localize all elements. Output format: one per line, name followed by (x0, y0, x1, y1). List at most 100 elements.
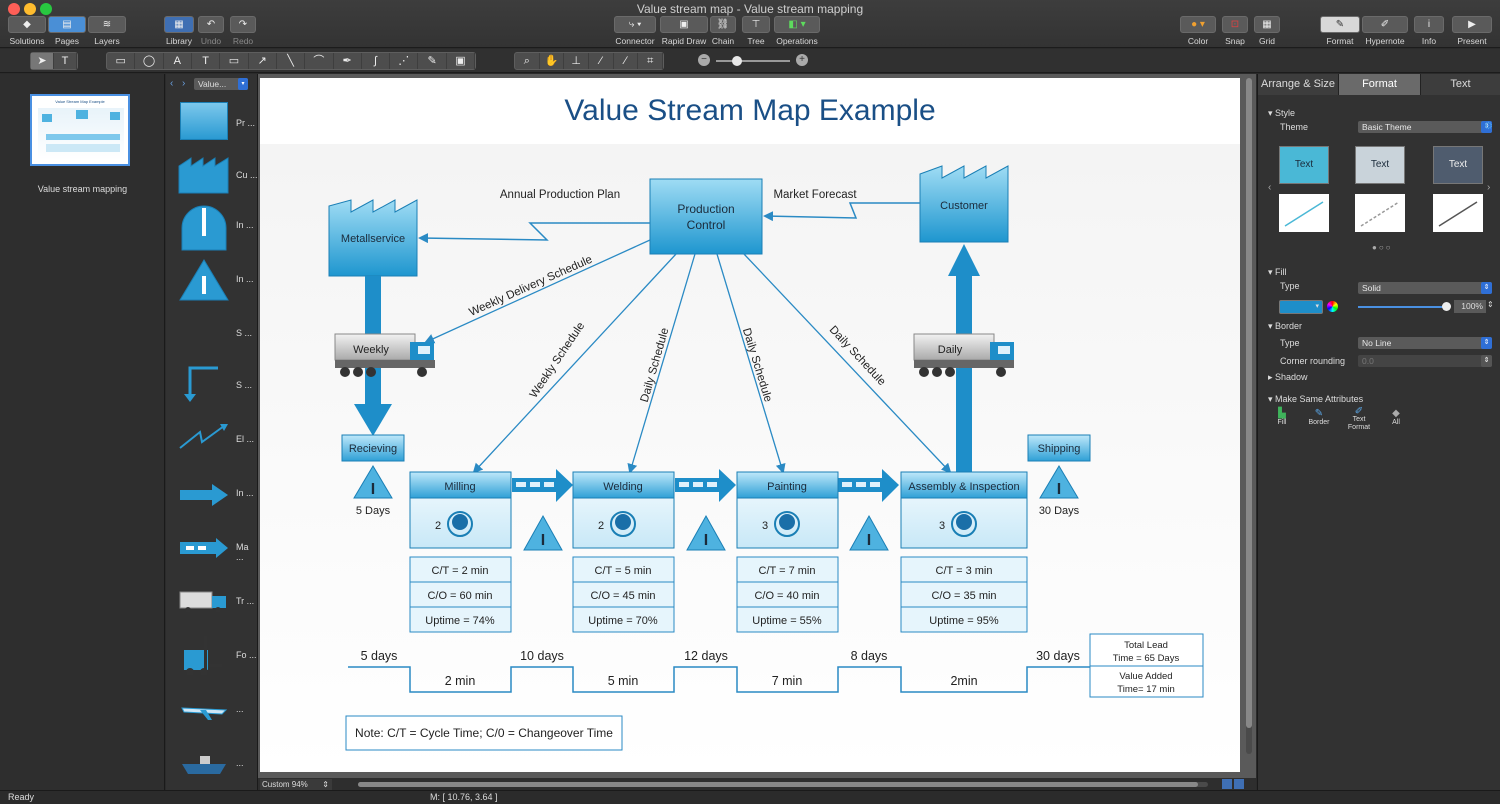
zoom-slider-knob[interactable] (732, 56, 742, 66)
library-item-process[interactable]: Pr ... (178, 102, 258, 152)
rectangle-icon[interactable]: ▭ (107, 53, 136, 69)
page-label[interactable]: Value stream mapping (37, 184, 128, 194)
theme-select[interactable]: Basic Theme⇕ (1358, 121, 1492, 133)
eyedropper-icon[interactable]: ⁄ (589, 53, 614, 69)
zoom-search-icon[interactable]: ⌕ (515, 53, 540, 69)
process-welding[interactable]: Welding 2 (572, 471, 675, 549)
library-item-truck[interactable]: Tr ... (178, 580, 258, 630)
theme-gear-icon[interactable]: ⚙ (1484, 121, 1493, 132)
fill-section-header[interactable]: ▾ Fill (1268, 267, 1287, 277)
style-section-header[interactable]: ▾ Style (1268, 108, 1296, 118)
push-arrow-1[interactable] (512, 469, 573, 502)
brush-icon[interactable]: ∕ (614, 53, 639, 69)
inventory-between-1[interactable]: I (523, 514, 563, 551)
inventory-shipping[interactable]: I 30 Days (1039, 465, 1080, 517)
format-button[interactable]: ✎Format (1320, 16, 1360, 46)
zoom-out-icon[interactable]: − (698, 54, 710, 66)
library-back-icon[interactable]: ‹ (170, 78, 174, 89)
diagram-title[interactable]: Value Stream Map Example (564, 94, 936, 127)
border-type-select[interactable]: No Line⇕ (1358, 337, 1492, 349)
present-button[interactable]: ▶Present (1452, 16, 1492, 46)
library-item-material-push[interactable]: Ma ... (178, 526, 258, 576)
hand-pan-icon[interactable]: ✋ (540, 53, 565, 69)
data-box-painting[interactable]: C/T = 7 min C/O = 40 min Uptime = 55% (736, 556, 839, 633)
line-style-3[interactable] (1433, 194, 1483, 232)
zoom-window-button[interactable] (40, 3, 52, 15)
library-item-inventory-arrow[interactable]: In ... (178, 472, 258, 522)
horizontal-scrollbar[interactable] (358, 782, 1208, 787)
callout-icon[interactable]: ▭ (220, 53, 249, 69)
outbound-shipment-arrow[interactable] (948, 244, 980, 474)
corner-rounding-field[interactable]: 0.0⇕ (1358, 355, 1492, 367)
weekly-schedule-arrow[interactable] (472, 253, 677, 474)
zoom-select[interactable]: Custom 94%⇕ (260, 779, 332, 790)
zoom-slider[interactable] (716, 56, 790, 66)
fill-color-well[interactable]: ▾ (1279, 300, 1323, 314)
border-section-header[interactable]: ▾ Border (1268, 321, 1303, 331)
tab-format[interactable]: Format (1339, 74, 1421, 95)
rapid-draw-button[interactable]: ▣Rapid Draw (660, 16, 708, 46)
make-same-section-header[interactable]: ▾ Make Same Attributes (1268, 394, 1364, 404)
line-style-1[interactable] (1279, 194, 1329, 232)
crop-icon[interactable]: ⌗ (638, 53, 664, 69)
library-item-ship[interactable]: ... (178, 742, 258, 792)
redo-button[interactable]: ↷Redo (230, 16, 256, 46)
make-same-all[interactable]: ◆All (1386, 408, 1406, 426)
customer-factory[interactable]: Customer (919, 165, 1009, 243)
make-same-text-format[interactable]: ✐Text Format (1344, 407, 1374, 432)
library-item-s1[interactable]: S ... (236, 328, 253, 338)
style-prev-icon[interactable]: ‹ (1268, 182, 1272, 193)
library-item-forklift[interactable]: Fo ... (178, 634, 258, 684)
tab-arrange-size[interactable]: Arrange & Size (1258, 74, 1339, 95)
polyline-icon[interactable]: ⋰ (390, 53, 419, 69)
hypernote-button[interactable]: ✐Hypernote (1362, 16, 1408, 46)
lead-time-box[interactable]: Total Lead Time = 65 Days Value Added Ti… (1089, 633, 1204, 698)
shipping-box[interactable]: Shipping (1027, 434, 1091, 462)
inventory-between-3[interactable]: I (849, 514, 889, 551)
style-swatch-2[interactable]: Text (1355, 146, 1405, 184)
process-milling[interactable]: Milling 2 (409, 471, 512, 549)
daily-schedule-arrow-painting[interactable] (716, 253, 786, 474)
pages-button[interactable]: ▤Pages (48, 16, 86, 46)
stamp-icon[interactable]: ⊥ (564, 53, 590, 69)
pen-icon[interactable]: ✒ (334, 53, 362, 69)
library-item-electronic[interactable]: El ... (178, 418, 258, 468)
close-window-button[interactable] (8, 3, 20, 15)
snap-button[interactable]: ⊡Snap (1222, 16, 1248, 46)
data-box-welding[interactable]: C/T = 5 min C/O = 45 min Uptime = 70% (572, 556, 675, 633)
undo-button[interactable]: ↶Undo (198, 16, 224, 46)
tab-text[interactable]: Text (1421, 74, 1500, 95)
weekly-delivery-arrow[interactable] (424, 239, 651, 344)
solutions-button[interactable]: ◆Solutions (8, 16, 46, 46)
receiving-box[interactable]: Recieving (341, 434, 405, 462)
freehand-icon[interactable]: ✎ (418, 53, 447, 69)
image-icon[interactable]: ▣ (447, 53, 476, 69)
text-select-icon[interactable]: T (54, 53, 77, 69)
truck-daily[interactable]: Daily (913, 333, 1014, 377)
note-box[interactable]: Note: C/T = Cycle Time; C/0 = Changeover… (345, 715, 623, 751)
page-next-icon[interactable] (1234, 779, 1244, 789)
bezier-icon[interactable]: ∫ (362, 53, 391, 69)
layers-button[interactable]: ≋Layers (88, 16, 126, 46)
text-tool-icon[interactable]: A (164, 53, 192, 69)
vertical-scrollbar[interactable] (1246, 78, 1252, 754)
operations-button[interactable]: ◧ ▾Operations (774, 16, 820, 46)
push-arrow-3[interactable] (838, 469, 899, 502)
fill-type-select[interactable]: Solid⇕ (1358, 282, 1492, 294)
tree-button[interactable]: ⊤Tree (742, 16, 770, 46)
market-forecast-line[interactable] (763, 202, 920, 222)
grid-button[interactable]: ▦Grid (1254, 16, 1280, 46)
vertical-scroll-thumb[interactable] (1246, 78, 1252, 728)
minimize-window-button[interactable] (24, 3, 36, 15)
zoom-in-icon[interactable]: + (796, 54, 808, 66)
ellipse-icon[interactable]: ◯ (135, 53, 164, 69)
annual-plan-line[interactable] (418, 222, 650, 244)
library-item-s2[interactable]: S ... (178, 364, 258, 414)
opacity-slider[interactable] (1358, 302, 1451, 311)
data-box-milling[interactable]: C/T = 2 min C/O = 60 min Uptime = 74% (409, 556, 512, 633)
pointer-icon[interactable]: ➤ (31, 53, 54, 69)
inventory-between-2[interactable]: I (686, 514, 726, 551)
page-prev-icon[interactable] (1222, 779, 1232, 789)
style-swatch-3[interactable]: Text (1433, 146, 1483, 184)
